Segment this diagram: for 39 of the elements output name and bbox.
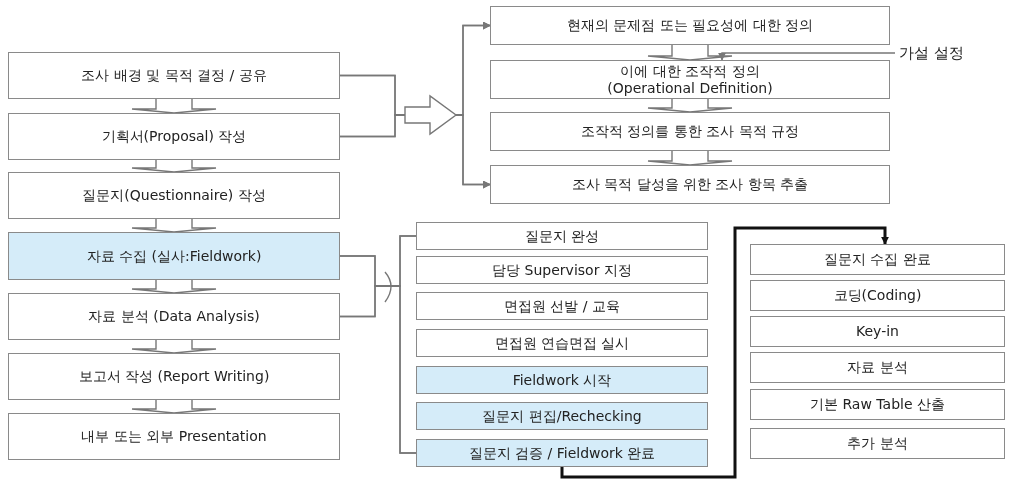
block-arrow [131, 279, 217, 294]
process-box: 내부 또는 외부 Presentation [8, 413, 340, 460]
process-box: 질문지 완성 [416, 222, 708, 250]
connector-line [560, 226, 889, 479]
process-box: 조사 배경 및 목적 결정 / 공유 [8, 52, 340, 99]
process-box: Key-in [750, 316, 1005, 347]
process-box: 조작적 정의를 통한 조사 목적 규정 [490, 112, 890, 151]
connector-line [718, 52, 896, 61]
process-box: 자료 분석 [750, 352, 1005, 383]
process-box: 조사 목적 달성을 위한 조사 항목 추출 [490, 165, 890, 204]
block-arrow [131, 159, 217, 173]
annotation-text: 가설 설정 [895, 42, 1007, 64]
process-box: 자료 분석 (Data Analysis) [8, 293, 340, 340]
process-box: 코딩(Coding) [750, 280, 1005, 311]
process-box: 기획서(Proposal) 작성 [8, 113, 340, 160]
block-arrow [131, 339, 217, 354]
connector-line [339, 285, 417, 454]
block-arrow [131, 98, 217, 114]
process-box: 보고서 작성 (Report Writing) [8, 353, 340, 400]
process-box: 현재의 문제점 또는 필요성에 대한 정의 [490, 6, 890, 45]
process-box: 이에 대한 조작적 정의 (Operational Definition) [490, 60, 890, 99]
process-box: 면접원 연습면접 실시 [416, 329, 708, 357]
process-box: Fieldwork 시작 [416, 366, 708, 394]
process-box: 질문지 검증 / Fieldwork 완료 [416, 439, 708, 467]
block-arrow [647, 150, 733, 166]
process-box: 질문지(Questionnaire) 작성 [8, 172, 340, 219]
block-arrow [131, 218, 217, 233]
process-box: 담당 Supervisor 지정 [416, 256, 708, 284]
process-box: 면접원 선발 / 교육 [416, 292, 708, 320]
block-arrow [647, 98, 733, 113]
hollow-arrow [404, 94, 458, 136]
process-box: 추가 분석 [750, 428, 1005, 459]
block-arrow [647, 44, 733, 61]
bracket-mark [384, 271, 392, 303]
process-box: 자료 수집 (실사:Fieldwork) [8, 232, 340, 280]
process-box: 기본 Raw Table 산출 [750, 389, 1005, 420]
block-arrow [131, 399, 217, 414]
process-box: 질문지 수집 완료 [750, 244, 1005, 275]
process-box: 질문지 편집/Rechecking [416, 402, 708, 430]
